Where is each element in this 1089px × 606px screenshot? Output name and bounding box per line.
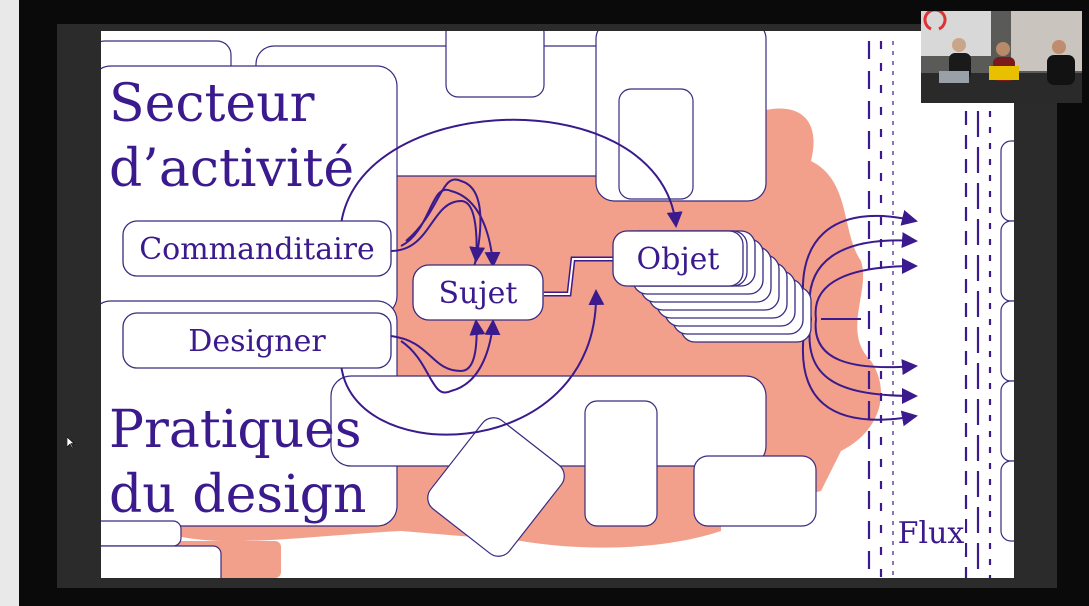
flux-label: Flux — [898, 516, 965, 551]
slide: Secteur d’activité Pratiques du design C… — [101, 31, 1014, 578]
window-left-edge — [0, 0, 19, 606]
flow-arrows — [339, 118, 918, 436]
commanditaire-box — [122, 220, 392, 277]
webcam-scene — [921, 11, 1082, 103]
designer-box — [122, 312, 392, 369]
objet-label: Objet — [637, 242, 720, 277]
objet-box — [612, 230, 744, 287]
webcam-thumbnail[interactable] — [921, 11, 1082, 103]
designer-label: Designer — [188, 324, 326, 359]
heading-top-line1: Secteur — [109, 74, 315, 134]
flux-lines — [867, 41, 992, 578]
slide-diagram: Secteur d’activité Pratiques du design C… — [101, 31, 1014, 578]
heading-top-line2: d’activité — [109, 139, 354, 199]
sujet-box — [412, 264, 544, 321]
heading-bottom-line2: du design — [109, 465, 366, 525]
mouse-cursor-icon — [67, 437, 75, 449]
heading-bottom-line1: Pratiques — [109, 400, 362, 460]
sujet-label: Sujet — [439, 276, 518, 311]
right-edge-shapes — [1000, 140, 1014, 542]
commanditaire-label: Commanditaire — [139, 232, 375, 267]
